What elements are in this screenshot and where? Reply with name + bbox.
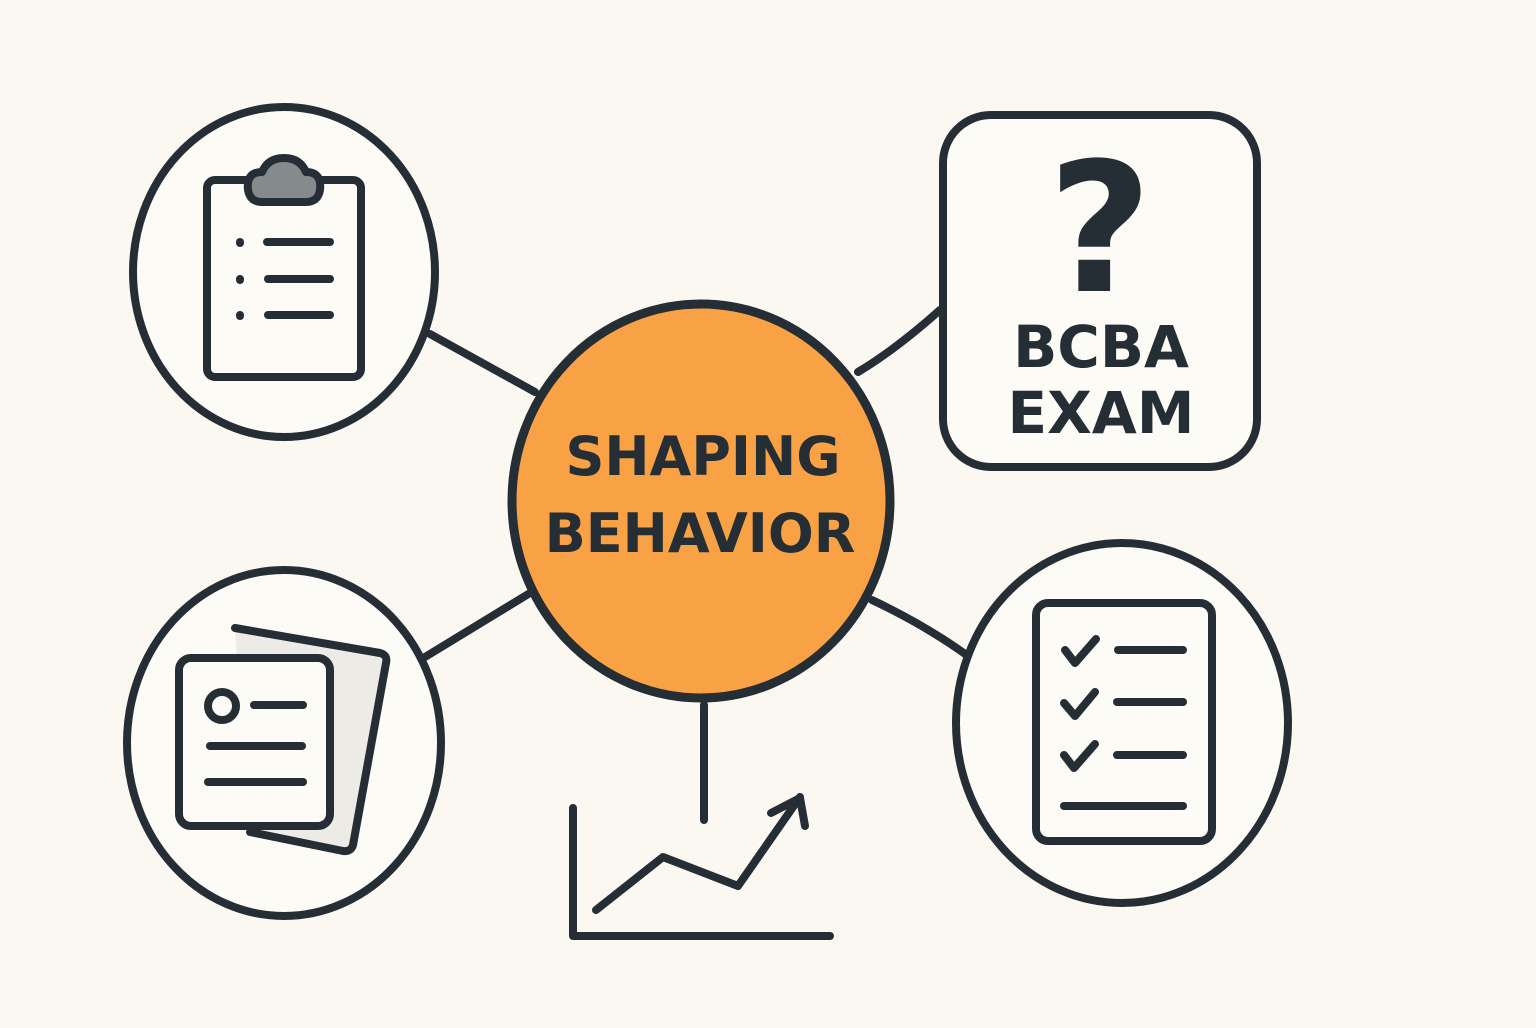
node-rounded-box <box>939 111 1261 471</box>
checklist-icon <box>1032 599 1216 845</box>
exam-label-line2: EXAM <box>1008 379 1195 447</box>
node-top-right <box>939 111 1261 471</box>
node-top-left <box>129 103 439 441</box>
documents-icon <box>175 624 391 856</box>
trending-up-chart-icon <box>569 793 834 940</box>
connector-bottom-right <box>868 596 972 660</box>
node-bottom-right <box>952 539 1292 907</box>
exam-label-line1: BCBA <box>1013 313 1189 381</box>
connector-bottom-left <box>421 589 534 661</box>
clipboard-list-icon <box>203 154 365 381</box>
center-circle <box>507 299 895 703</box>
center-title-line2: BEHAVIOR <box>545 502 856 565</box>
node-bottom-center <box>569 793 834 940</box>
connector-top-left <box>426 330 539 396</box>
node-bottom-left <box>123 566 445 920</box>
question-mark-icon: ? <box>1048 125 1152 334</box>
connectors <box>421 306 972 824</box>
center-title-line1: SHAPING <box>565 425 840 488</box>
connector-top-right <box>854 306 944 376</box>
center-node <box>507 299 895 703</box>
